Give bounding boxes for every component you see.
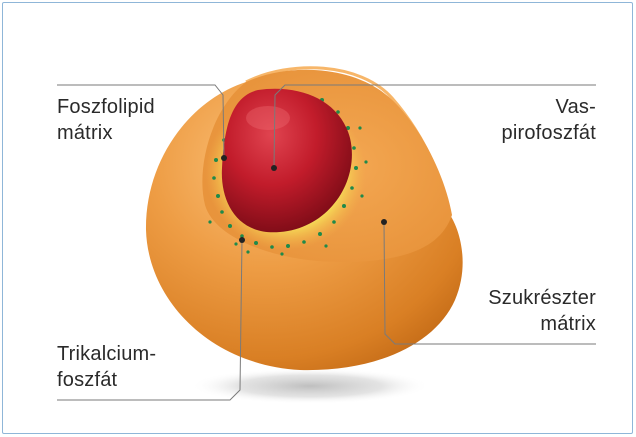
label-iron-line2: pirofoszfát — [502, 120, 596, 146]
label-iron: Vas- pirofoszfát — [502, 94, 596, 146]
label-calcium-line2: foszfát — [57, 367, 156, 393]
label-calcium-line1: Trikalcium- — [57, 341, 156, 367]
label-phospholipid: Foszfolipid mátrix — [57, 94, 155, 146]
label-phospholipid-line2: mátrix — [57, 120, 155, 146]
label-iron-line1: Vas- — [502, 94, 596, 120]
label-phospholipid-line1: Foszfolipid — [57, 94, 155, 120]
particle-shadow — [190, 368, 430, 404]
core-highlight — [246, 106, 290, 130]
label-calcium: Trikalcium- foszfát — [57, 341, 156, 393]
label-sucrose-line2: mátrix — [488, 311, 596, 337]
label-sucrose: Szukrészter mátrix — [488, 285, 596, 337]
label-sucrose-line1: Szukrészter — [488, 285, 596, 311]
